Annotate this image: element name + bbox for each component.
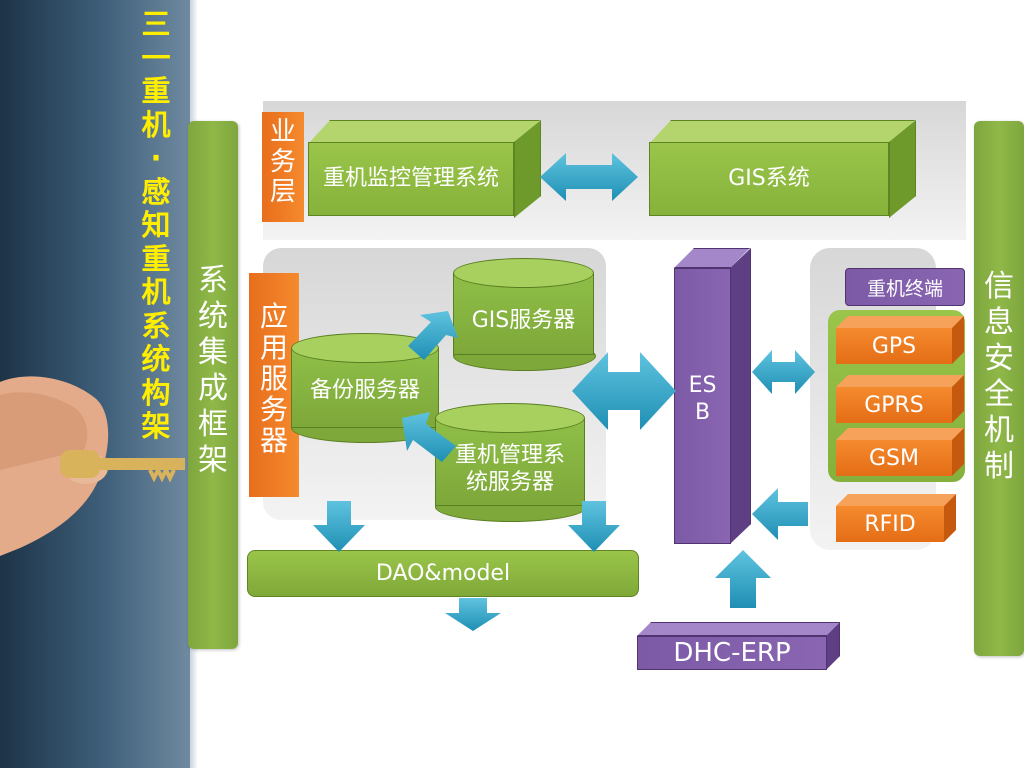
rfid-label: RFID: [864, 511, 916, 537]
gps-box-side: [952, 316, 964, 364]
key-hand-illustration: [0, 376, 185, 556]
dao-model-label: DAO&model: [375, 561, 511, 586]
backup-server-cylinder: 备份服务器: [291, 348, 439, 428]
left-decor-panel: [0, 0, 190, 768]
gsm-label: GSM: [869, 445, 919, 471]
erp-to-esb-arrow: [715, 550, 771, 608]
rfid-module: RFID: [836, 506, 944, 542]
monitor-system-box: 重机监控管理系统: [308, 142, 514, 216]
gis-system-label: GIS系统: [728, 166, 810, 191]
gsm-box-side: [952, 428, 964, 476]
system-integration-label: 系统集成框架: [198, 263, 228, 478]
security-mechanism-bar: 信息安全机制: [974, 121, 1024, 656]
security-mechanism-label: 信息安全机制: [984, 269, 1014, 484]
gps-box-top: [836, 316, 964, 328]
page-title: 三一重机 · 感知重机系统构架: [141, 7, 171, 443]
gprs-label: GPRS: [864, 392, 924, 418]
gprs-box-side: [952, 375, 964, 423]
gis-to-backup-arrow: [408, 311, 458, 360]
monitor-gis-double-arrow: [540, 153, 638, 201]
gprs-module: GPRS: [836, 387, 952, 423]
app-to-dao-arrow-left: [313, 501, 365, 552]
system-integration-bar: 系统集成框架: [188, 121, 238, 649]
gis-server-cylinder-top: [453, 258, 594, 288]
gis-system-box: GIS系统: [649, 142, 889, 216]
business-layer-label: 业务层: [262, 112, 304, 222]
dhc-erp-box: DHC-ERP: [637, 636, 827, 670]
machine-terminal-label: 重机终端: [845, 268, 965, 306]
gprs-box-top: [836, 375, 964, 387]
app-esb-double-arrow: [572, 352, 676, 430]
esb-column: ESB: [674, 268, 731, 544]
machine-mgmt-server-cylinder-top: [435, 403, 585, 433]
esb-terminal-double-arrow: [752, 350, 815, 394]
monitor-system-box-top: [308, 120, 540, 144]
rfid-to-esb-arrow: [752, 488, 808, 540]
gsm-box-top: [836, 428, 964, 440]
dhc-erp-label: DHC-ERP: [673, 638, 791, 668]
dao-model-bar: DAO&model: [247, 550, 639, 597]
machine-mgmt-server-label: 重机管理系统服务器: [454, 442, 565, 495]
gps-label: GPS: [871, 333, 917, 359]
dao-down-arrow: [445, 598, 501, 631]
gsm-module: GSM: [836, 440, 952, 476]
app-server-label: 应用服务器: [249, 273, 299, 497]
rfid-box-top: [836, 494, 956, 506]
mgmt-to-backup-arrow: [402, 412, 456, 462]
gis-server-label: GIS服务器: [471, 308, 576, 333]
gps-module: GPS: [836, 328, 952, 364]
rfid-box-side: [944, 494, 956, 542]
monitor-system-label: 重机监控管理系统: [322, 166, 499, 191]
backup-server-label: 备份服务器: [309, 378, 420, 403]
app-to-dao-arrow-right: [568, 501, 620, 552]
esb-label: ESB: [688, 372, 717, 425]
